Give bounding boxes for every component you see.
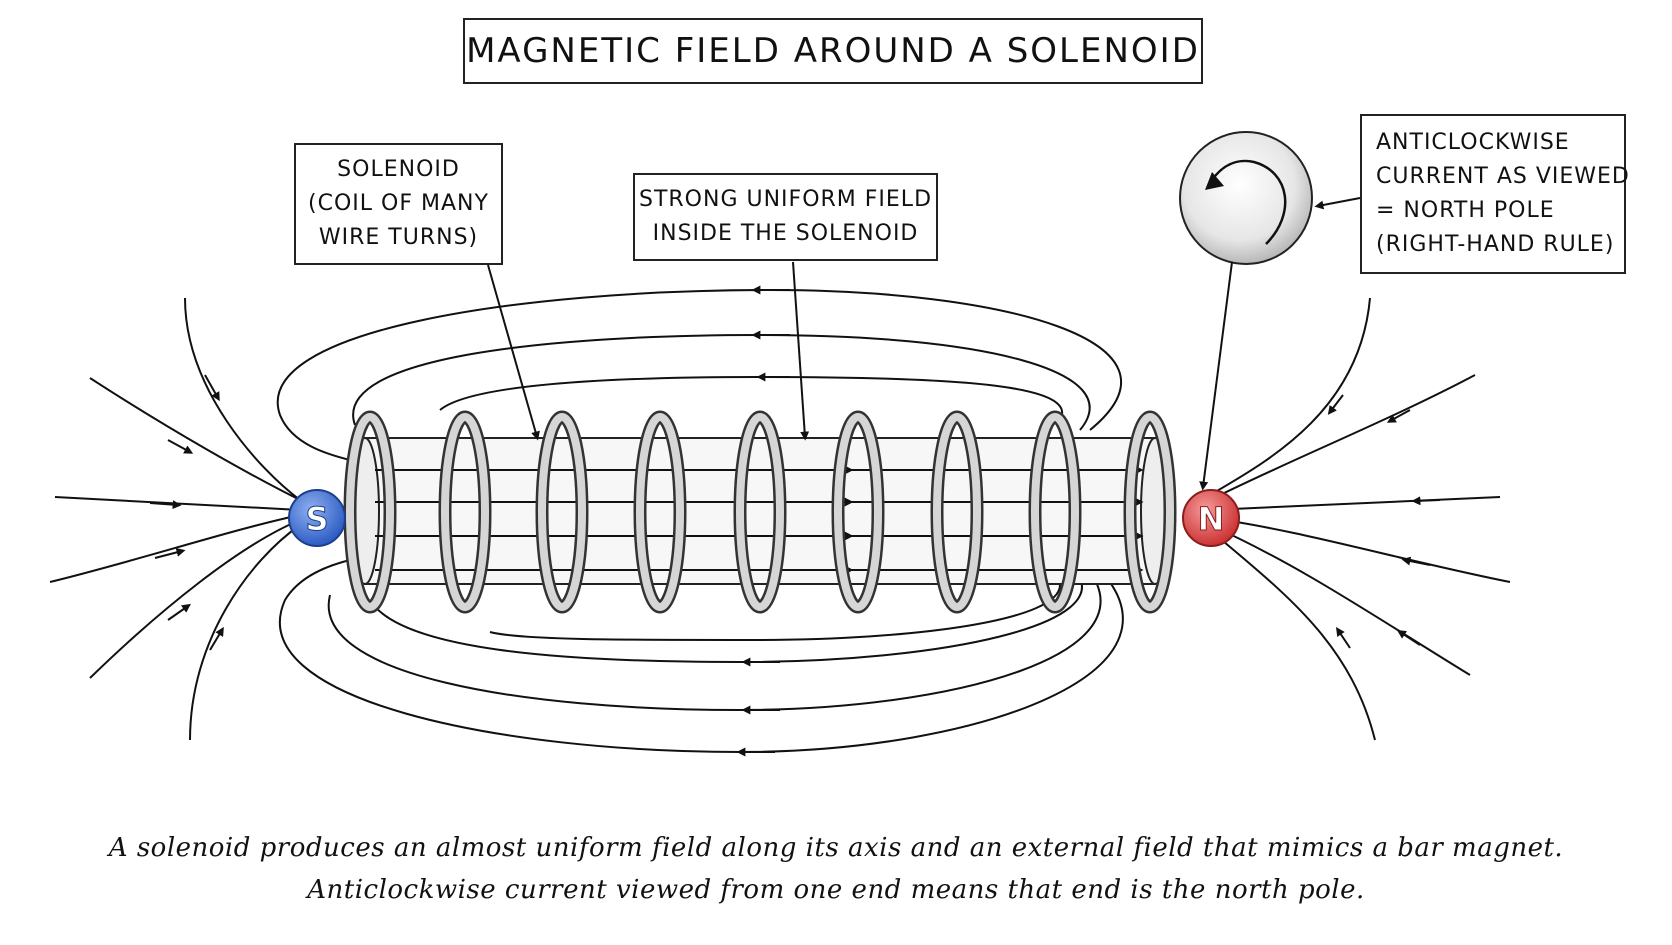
solenoid-label: SOLENOID (COIL OF MANY WIRE TURNS): [294, 143, 503, 265]
left-field-lines: [49, 297, 301, 741]
coil-turn: [930, 410, 984, 614]
coil-turn: [1028, 410, 1082, 614]
external-field-lines-top: [276, 288, 1123, 461]
caption-line-1: A solenoid produces an almost uniform fi…: [108, 833, 1564, 863]
uniform-field-label-line: INSIDE THE SOLENOID: [652, 221, 919, 246]
solenoid-core: [350, 437, 1170, 585]
solenoid-label-line: (COIL OF MANY: [308, 191, 489, 216]
north-pole: N: [1182, 489, 1240, 547]
right-field-arrows: [1327, 394, 1441, 649]
north-pole-letter: N: [1198, 500, 1225, 538]
caption-line-2: Anticlockwise current viewed from one en…: [307, 875, 1365, 905]
coil-turn: [633, 410, 687, 614]
diagram-title-text: MAGNETIC FIELD AROUND A SOLENOID: [466, 31, 1200, 71]
south-pole-letter: S: [305, 500, 328, 538]
current-label-line: = NORTH POLE: [1376, 198, 1555, 223]
coil-turn: [831, 410, 885, 614]
coil-turn: [733, 410, 787, 614]
coil-turn: [535, 410, 589, 614]
uniform-field-label: STRONG UNIFORM FIELD INSIDE THE SOLENOID: [633, 173, 938, 261]
external-field-lines-bottom: [278, 559, 1124, 754]
current-label-line: (RIGHT-HAND RULE): [1376, 232, 1615, 257]
leader-lines: [487, 197, 1361, 491]
anticlockwise-arrow-icon: [1210, 159, 1287, 245]
current-label-line: CURRENT AS VIEWED: [1376, 164, 1630, 189]
left-field-arrows: [149, 374, 224, 651]
coil-turn: [1123, 410, 1177, 614]
current-direction-label: ANTICLOCKWISE CURRENT AS VIEWED = NORTH …: [1360, 114, 1629, 274]
solenoid-label-line: SOLENOID: [337, 157, 460, 182]
south-pole: S: [288, 489, 346, 547]
solenoid-label-line: WIRE TURNS): [318, 225, 479, 250]
diagram-title: MAGNETIC FIELD AROUND A SOLENOID: [463, 18, 1203, 84]
right-field-lines: [1209, 297, 1511, 741]
end-view-sphere: [1179, 131, 1313, 265]
uniform-field-label-line: STRONG UNIFORM FIELD: [638, 187, 933, 212]
coil-turn: [438, 410, 492, 614]
coil-turns: [343, 410, 1177, 614]
current-label-line: ANTICLOCKWISE: [1376, 130, 1570, 155]
internal-field-lines: [375, 465, 1144, 575]
coil-turn: [343, 410, 397, 614]
return-arrows: [736, 285, 790, 757]
